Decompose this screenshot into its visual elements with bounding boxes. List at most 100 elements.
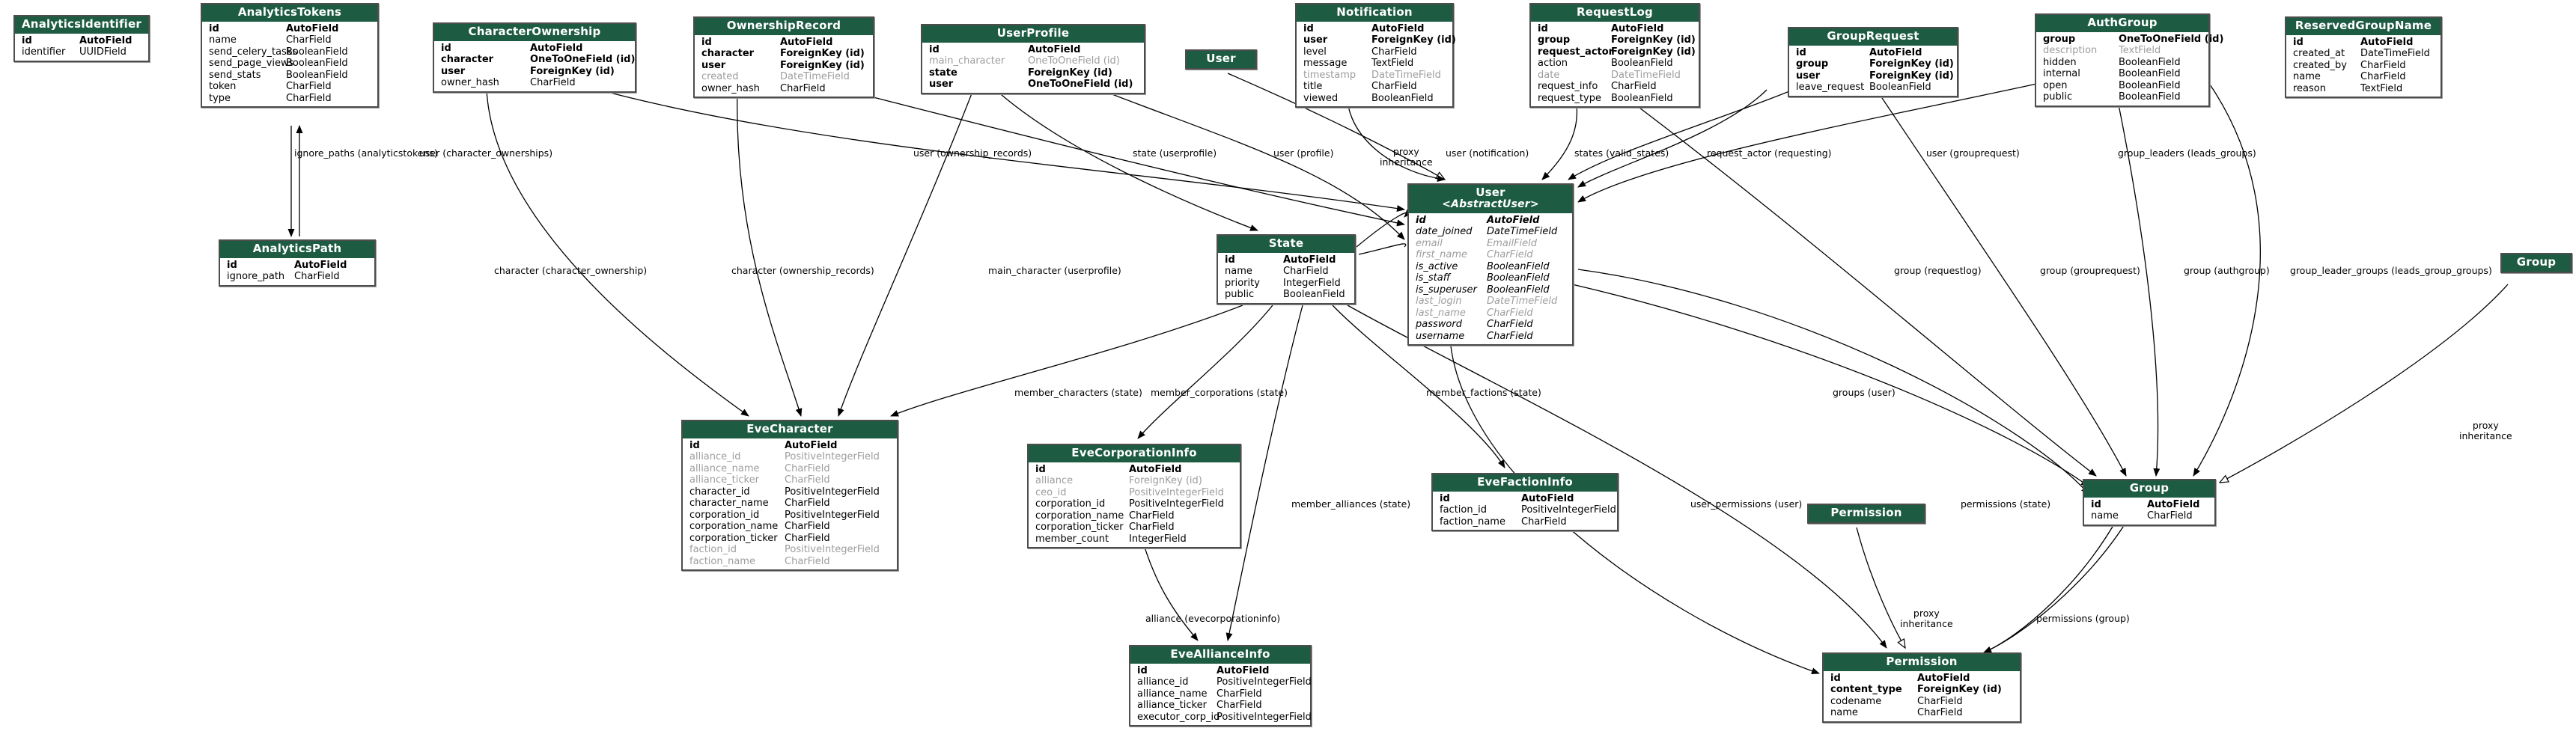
entity-title-permission_proxy: Permission [1809,505,1924,522]
field-name: request_info [1538,81,1598,93]
field-type: CharField [286,92,332,104]
field-name: id [929,43,940,55]
field-name: id [2091,498,2101,510]
field-type: CharField [1283,266,1329,278]
entity-user_small[interactable]: User [1185,49,1257,70]
field-name: name [2293,71,2321,83]
field-name: description [2043,45,2098,57]
entity-group_proxy[interactable]: Group [2500,253,2572,273]
edge-label-character_character_ownership: character (character_ownership) [494,265,648,276]
field-type: CharField [780,82,826,94]
field-name: owner_hash [441,77,499,89]
field-name: created [701,71,739,83]
field-type: AutoField [1611,22,1664,34]
field-name: id [1440,492,1450,504]
field-row: type CharField [202,93,377,105]
field-type: AutoField [2360,36,2414,48]
field-name: is_staff [1416,272,1451,284]
edge-label-user_grouprequest: user (grouprequest) [1926,147,2020,159]
field-type: AutoField [1283,254,1336,266]
field-type: AutoField [1869,46,1922,58]
field-name: corporation_ticker [1035,522,1124,533]
field-name: group [2043,33,2076,45]
field-type: CharField [1217,700,1262,712]
field-type: BooleanField [2119,79,2181,91]
edge-label-main_character_userprofile: main_character (userprofile) [988,265,1121,276]
field-type: CharField [1487,330,1533,342]
field-name: user [441,65,466,77]
field-name: request_actor [1538,46,1614,58]
field-name: title [1303,81,1323,93]
field-type: AutoField [1487,214,1540,226]
field-name: faction_name [689,555,755,567]
field-type: DateTimeField [2360,48,2430,60]
field-type: BooleanField [2119,56,2181,68]
entity-permission_proxy[interactable]: Permission [1807,504,1925,524]
field-name: id [1303,22,1314,34]
field-type: AutoField [286,22,339,34]
entity-title-grouprequest: GroupRequest [1789,28,1957,46]
field-type: CharField [1487,307,1533,319]
field-name: last_login [1416,296,1462,308]
field-name: id [209,22,219,34]
field-name: name [2091,510,2119,522]
field-name: corporation_ticker [689,532,778,544]
entity-title-analyticstokens: AnalyticsTokens [202,4,377,22]
field-name: content_type [1830,684,1902,696]
field-name: public [2043,91,2073,103]
edge-label-character_ownership_records: character (ownership_records) [731,265,874,276]
field-name: type [209,92,231,104]
field-name: executor_corp_id [1137,711,1220,723]
field-name: created_by [2293,59,2347,71]
field-type: AutoField [780,36,833,48]
field-name: id [227,259,237,271]
